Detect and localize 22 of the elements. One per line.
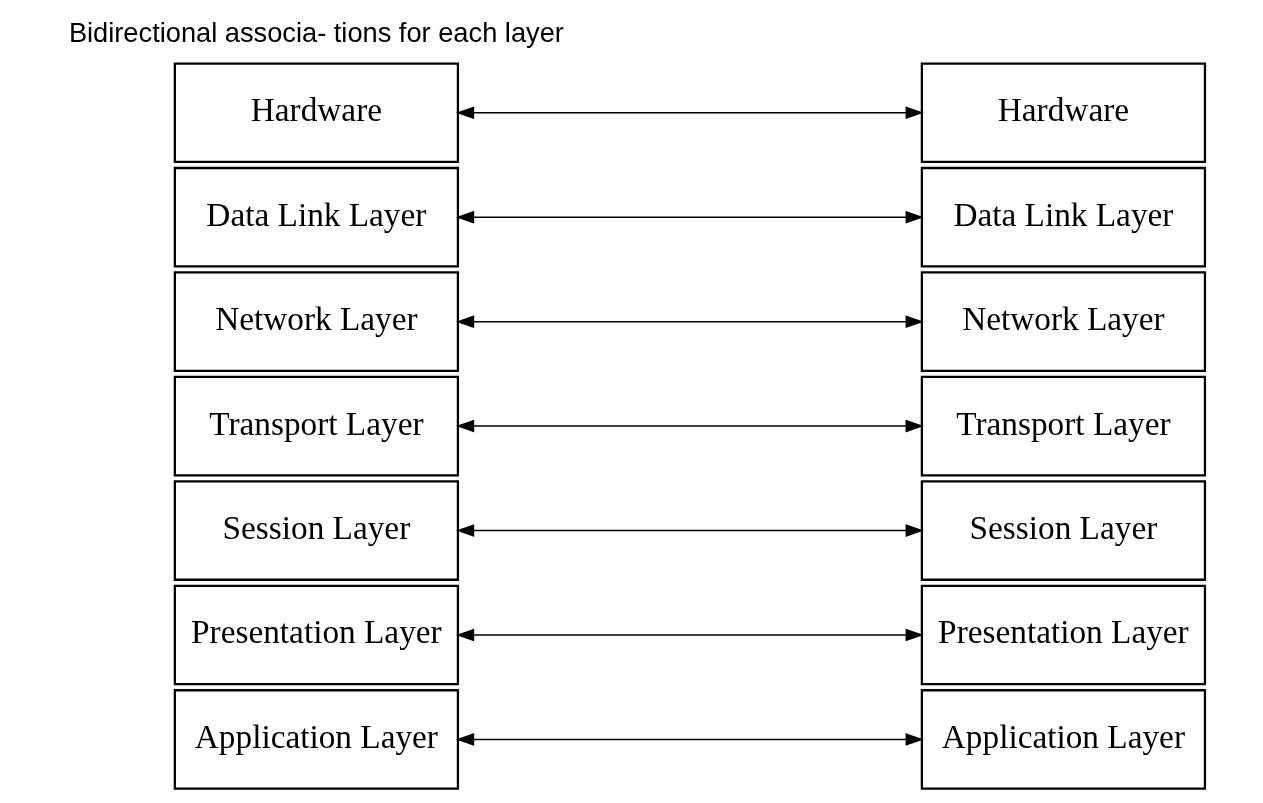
node-box: Session Layer [920, 480, 1206, 581]
node-box: Network Layer [173, 271, 459, 372]
node-box: Transport Layer [920, 375, 1206, 477]
node-box: Application Layer [920, 689, 1206, 790]
node-box: Session Layer [173, 480, 459, 581]
label: Bidirectional associa- tions for each layer [68, 17, 564, 49]
arrow [455, 524, 924, 537]
node-box: Transport Layer [173, 375, 459, 477]
node-box: Hardware [920, 62, 1206, 164]
node-box: Hardware [173, 62, 459, 164]
node-box: Data Link Layer [920, 166, 1206, 268]
node-box: Network Layer [920, 271, 1206, 372]
arrow [455, 733, 924, 746]
node-box: Presentation Layer [173, 584, 459, 686]
arrow [455, 628, 924, 642]
arrow [455, 315, 924, 328]
node-box: Presentation Layer [920, 584, 1206, 686]
node-box: Application Layer [173, 689, 459, 790]
arrow [455, 210, 924, 224]
arrow [455, 419, 924, 433]
node-box: Data Link Layer [173, 166, 459, 268]
arrow [455, 106, 924, 120]
